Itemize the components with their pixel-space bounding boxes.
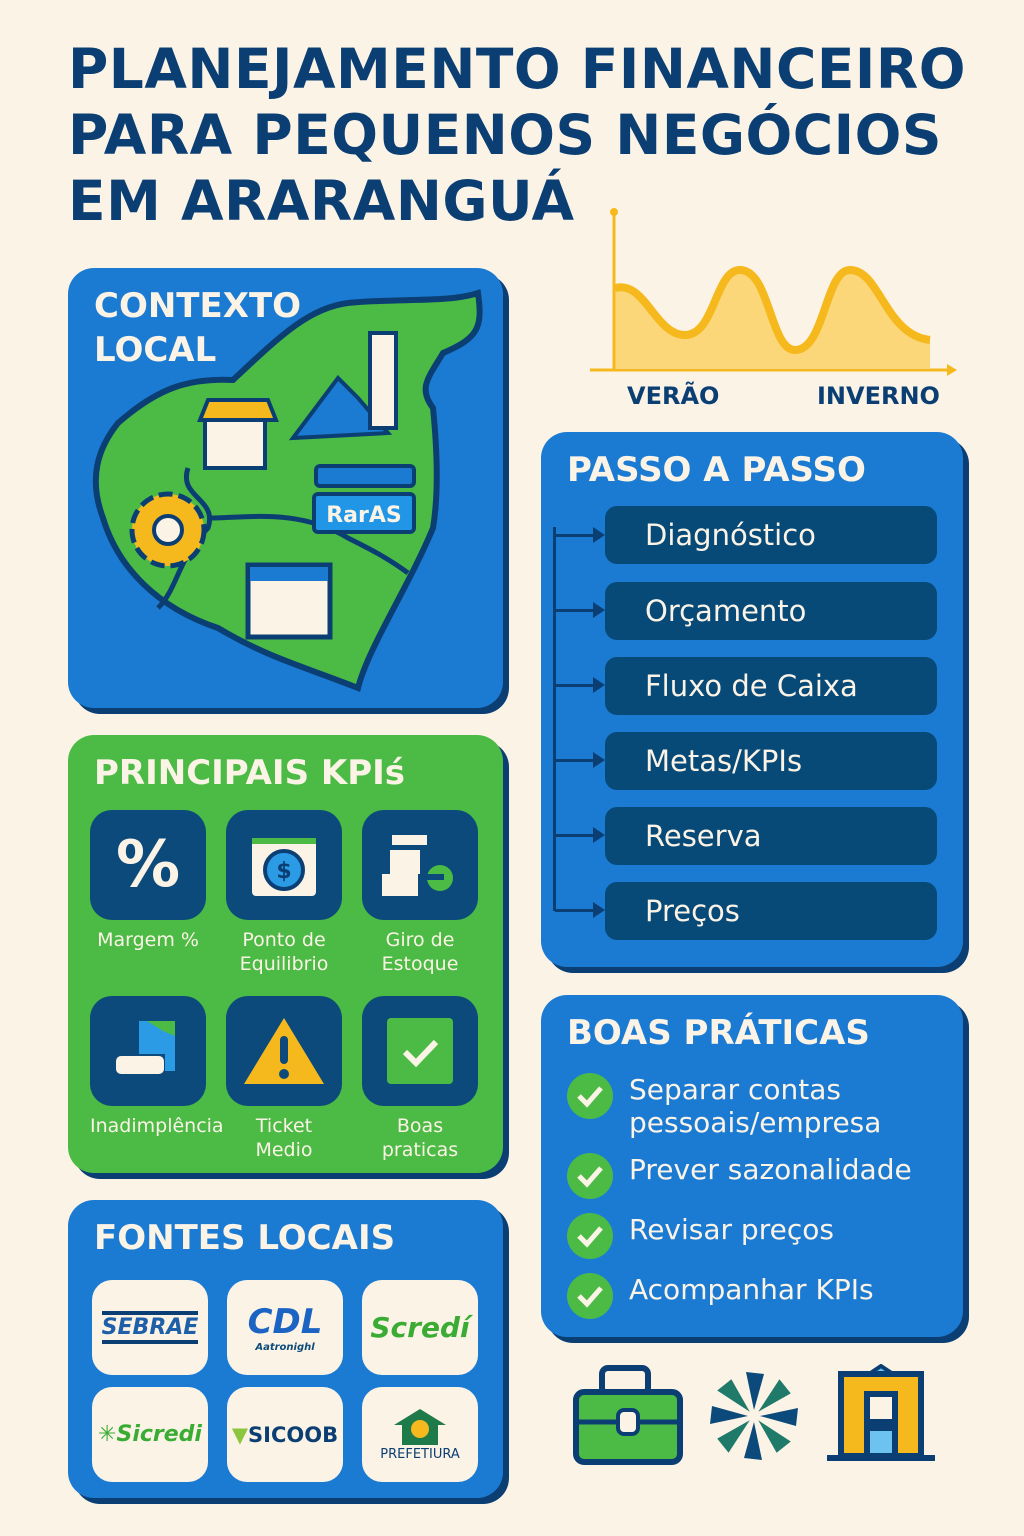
kpi-ponto-equilibrio: $Ponto de Equilibrio bbox=[226, 810, 342, 988]
step-orcamento: Orçamento bbox=[605, 582, 937, 640]
kpi-ticket-medio: Ticket Medio bbox=[226, 996, 342, 1174]
calendar-dollar-icon: $ bbox=[226, 810, 342, 920]
map-illustration: RarAS bbox=[92, 289, 483, 693]
practice-item: Separar contas pessoais/empresa bbox=[567, 1073, 927, 1139]
warning-icon bbox=[226, 996, 342, 1106]
svg-text:$: $ bbox=[276, 859, 291, 884]
briefcase-icon bbox=[573, 1365, 683, 1465]
arrow-icon bbox=[555, 827, 605, 843]
steps-connector bbox=[553, 527, 556, 911]
sources-title: FONTES LOCAIS bbox=[94, 1218, 396, 1258]
logo-prefeitura[interactable]: PREFETIURA bbox=[362, 1387, 478, 1482]
step-reserva: Reserva bbox=[605, 807, 937, 865]
kpi-title: PRINCIPAIS KPIś bbox=[94, 753, 406, 793]
arrow-icon bbox=[555, 752, 605, 768]
percent-icon: % bbox=[90, 810, 206, 920]
gear-icon bbox=[129, 491, 207, 569]
check-icon bbox=[567, 1153, 613, 1199]
kpi-margem: %Margem % bbox=[90, 810, 206, 988]
practices-title: BOAS PRÁTICAS bbox=[567, 1013, 870, 1053]
check-icon bbox=[567, 1213, 613, 1259]
step-fluxo-caixa: Fluxo de Caixa bbox=[605, 657, 937, 715]
page-title: PLANEJAMENTO FINANCEIRO PARA PEQUENOS NE… bbox=[68, 37, 966, 233]
check-icon bbox=[567, 1073, 613, 1119]
browser-window-icon bbox=[245, 562, 333, 640]
pinwheel-icon bbox=[710, 1372, 798, 1460]
kpi-boas-praticas: Boas praticas bbox=[362, 996, 478, 1174]
logo-scredi[interactable]: Scredí bbox=[362, 1280, 478, 1375]
kpi-inadimplencia: Inadimplência bbox=[90, 996, 224, 1174]
steps-title: PASSO A PASSO bbox=[567, 450, 866, 490]
building-icon bbox=[827, 1364, 935, 1461]
svg-text:RarAS: RarAS bbox=[326, 503, 402, 528]
seasonal-chart: VERÃO INVERNO bbox=[585, 200, 965, 415]
arrow-icon bbox=[555, 902, 605, 918]
kpi-card: PRINCIPAIS KPIś %Margem % $Ponto de Equi… bbox=[68, 735, 503, 1173]
hand-chart-icon bbox=[90, 996, 206, 1106]
practice-item: Acompanhar KPIs bbox=[567, 1273, 874, 1319]
step-metas-kpis: Metas/KPIs bbox=[605, 732, 937, 790]
logo-sicoob[interactable]: ▼SICOOB bbox=[227, 1387, 343, 1482]
arrow-icon bbox=[555, 527, 605, 543]
prefeitura-emblem bbox=[394, 1409, 446, 1445]
arrow-icon bbox=[555, 677, 605, 693]
practices-card: BOAS PRÁTICAS Separar contas pessoais/em… bbox=[541, 995, 963, 1337]
lighthouse-icon bbox=[368, 331, 398, 430]
steps-card: PASSO A PASSO Diagnóstico Orçamento Flux… bbox=[541, 432, 963, 967]
practice-item: Prever sazonalidade bbox=[567, 1153, 912, 1199]
step-diagnostico: Diagnóstico bbox=[605, 506, 937, 564]
arrow-icon bbox=[555, 602, 605, 618]
x-label-verao: VERÃO bbox=[627, 382, 720, 410]
seasonal-wave bbox=[590, 208, 957, 376]
practice-item: Revisar preços bbox=[567, 1213, 834, 1259]
store-icon bbox=[197, 398, 279, 470]
boxes-icon bbox=[362, 810, 478, 920]
kpi-giro-estoque: Giro de Estoque bbox=[362, 810, 478, 988]
logo-sicredi[interactable]: ✳Sicredi bbox=[92, 1387, 208, 1482]
x-label-inverno: INVERNO bbox=[817, 382, 940, 410]
checkbox-icon bbox=[362, 996, 478, 1106]
mountain-icon bbox=[288, 374, 393, 441]
step-precos: Preços bbox=[605, 882, 937, 940]
check-icon bbox=[567, 1273, 613, 1319]
logo-sebrae[interactable]: SEBRAE bbox=[92, 1280, 208, 1375]
sign-icon bbox=[312, 492, 416, 534]
